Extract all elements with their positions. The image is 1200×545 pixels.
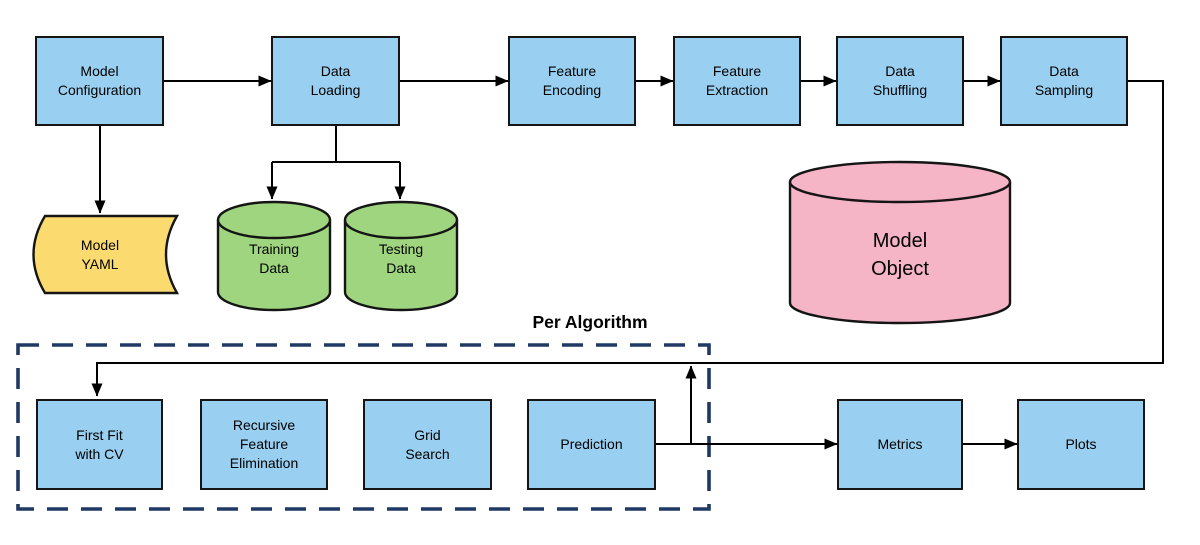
node-grid-search: Grid Search [363,399,492,490]
node-plots: Plots [1017,399,1145,490]
node-recursive-feature-elimination: Recursive Feature Elimination [200,399,328,490]
per-algorithm-label: Per Algorithm [532,312,648,332]
training-data-cylinder-top [216,200,332,240]
model-yaml-shape [32,214,180,295]
testing-data-label: Testing Data [378,241,424,276]
training-data-label: Training Data [248,241,300,276]
node-prediction: Prediction [527,399,656,490]
model-object-label: Model Object [871,230,929,280]
node-first-fit-with-cv: First Fit with CV [36,399,163,490]
model-yaml-label: Model YAML [80,236,120,272]
node-data-sampling: Data Sampling [1000,36,1128,126]
connector-datasampling-firstfit [91,80,1164,397]
node-data-loading: Data Loading [271,36,400,126]
node-data-shuffling: Data Shuffling [836,36,964,126]
node-model-configuration: Model Configuration [35,36,164,126]
model-object-cylinder-top [788,160,1012,204]
model-object-cylinder-body [788,182,1012,325]
node-feature-extraction: Feature Extraction [673,36,801,126]
testing-data-cylinder-top [343,200,459,240]
node-metrics: Metrics [837,399,963,490]
training-data-cylinder-body [216,220,332,312]
testing-data-cylinder-body [343,220,459,312]
node-feature-encoding: Feature Encoding [508,36,636,126]
